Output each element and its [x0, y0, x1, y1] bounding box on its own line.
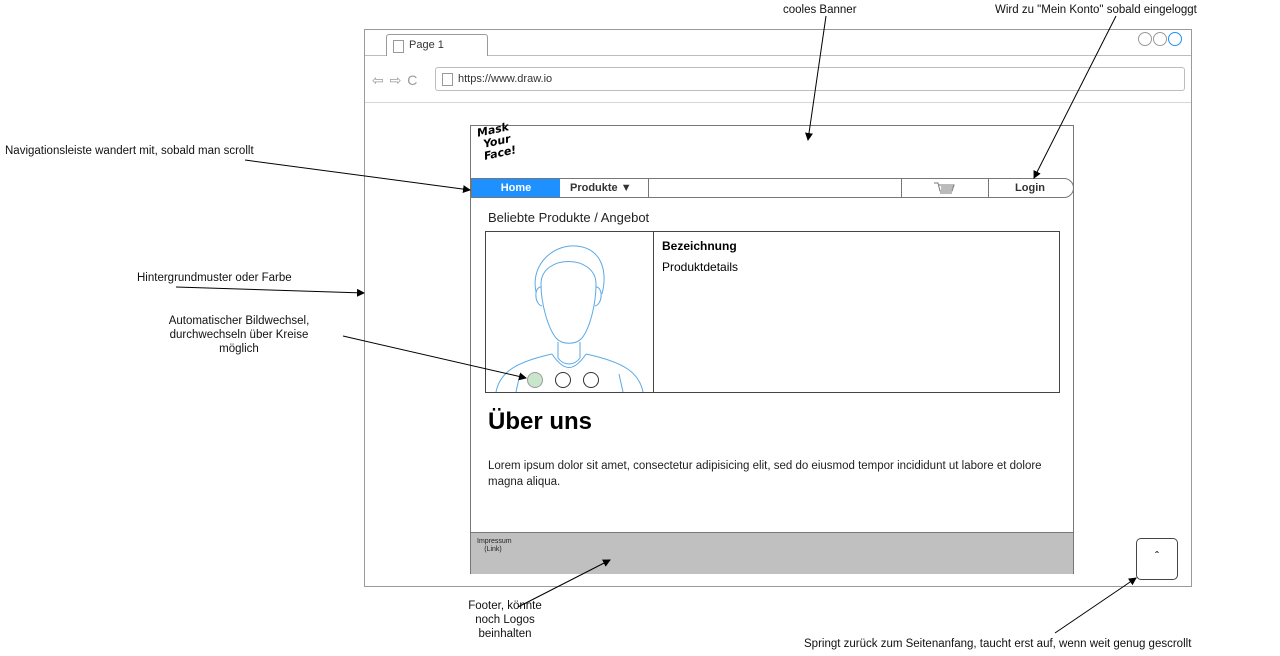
- annotation-background: Hintergrundmuster oder Farbe: [137, 272, 292, 284]
- footer: Impressum (Link): [471, 532, 1073, 574]
- cart-icon: [934, 182, 955, 194]
- popular-products-heading: Beliebte Produkte / Angebot: [488, 210, 650, 225]
- page-icon: [442, 73, 453, 86]
- product-slideshow: Bezeichnung Produktdetails: [485, 231, 1060, 393]
- tab-bar-divider: [365, 55, 1191, 56]
- arrow-nav: [244, 159, 471, 194]
- browser-tab-label: Page 1: [409, 39, 444, 51]
- nav-cart[interactable]: [901, 179, 989, 197]
- window-maximize-icon[interactable]: [1153, 32, 1167, 46]
- toolbar-divider: [365, 102, 1191, 103]
- website-page: Mask Your Face! Home Produkte ▼ Login Be…: [470, 120, 1074, 574]
- slide-dot[interactable]: [583, 372, 599, 388]
- nav-products-dropdown[interactable]: Produkte ▼: [560, 179, 649, 197]
- navigation-bar: Home Produkte ▼ Login: [471, 178, 1074, 198]
- about-heading: Über uns: [488, 408, 593, 435]
- nav-home[interactable]: Home: [472, 179, 560, 197]
- arrow-slideshow: [342, 335, 527, 381]
- window-close-icon[interactable]: [1168, 32, 1182, 46]
- arrow-back-to-top: [1054, 577, 1137, 634]
- nav-login[interactable]: Login: [1015, 182, 1045, 194]
- annotation-banner: cooles Banner: [783, 4, 857, 16]
- address-url: https://www.draw.io: [458, 73, 553, 85]
- annotation-nav-sticky: Navigationsleiste wandert mit, sobald ma…: [5, 145, 254, 157]
- product-details: Produktdetails: [662, 260, 739, 274]
- scroll-to-top-button[interactable]: ˆ: [1136, 538, 1178, 580]
- window-minimize-icon[interactable]: [1138, 32, 1152, 46]
- annotation-footer: Footer, könnte noch Logos beinhalten: [468, 600, 542, 640]
- arrow-background: [175, 286, 365, 297]
- arrow-account: [1033, 15, 1117, 179]
- impressum-link-label: Impressum (Link): [477, 538, 512, 553]
- browser-tab[interactable]: Page 1: [386, 34, 488, 56]
- annotation-slideshow: Automatischer Bildwechsel, durchwechseln…: [168, 315, 310, 355]
- arrow-footer: [517, 559, 611, 608]
- product-image[interactable]: [486, 232, 654, 392]
- annotation-back-to-top: Springt zurück zum Seitenanfang, taucht …: [804, 638, 1192, 650]
- arrow-banner: [805, 15, 827, 141]
- person-placeholder-icon: [495, 245, 644, 392]
- product-name: Bezeichnung: [662, 239, 737, 253]
- about-text: Lorem ipsum dolor sit amet, consectetur …: [488, 460, 1042, 488]
- window-controls: [1137, 32, 1189, 50]
- slide-dot[interactable]: [555, 372, 571, 388]
- browser-nav-icons[interactable]: ⇦ ⇨ C: [372, 72, 419, 88]
- address-bar[interactable]: https://www.draw.io: [435, 67, 1185, 91]
- page-icon: [393, 40, 404, 53]
- annotation-account: Wird zu "Mein Konto" sobald eingeloggt: [995, 4, 1197, 16]
- slide-dot-active[interactable]: [527, 372, 543, 388]
- impressum-link[interactable]: Impressum (Link): [477, 538, 512, 554]
